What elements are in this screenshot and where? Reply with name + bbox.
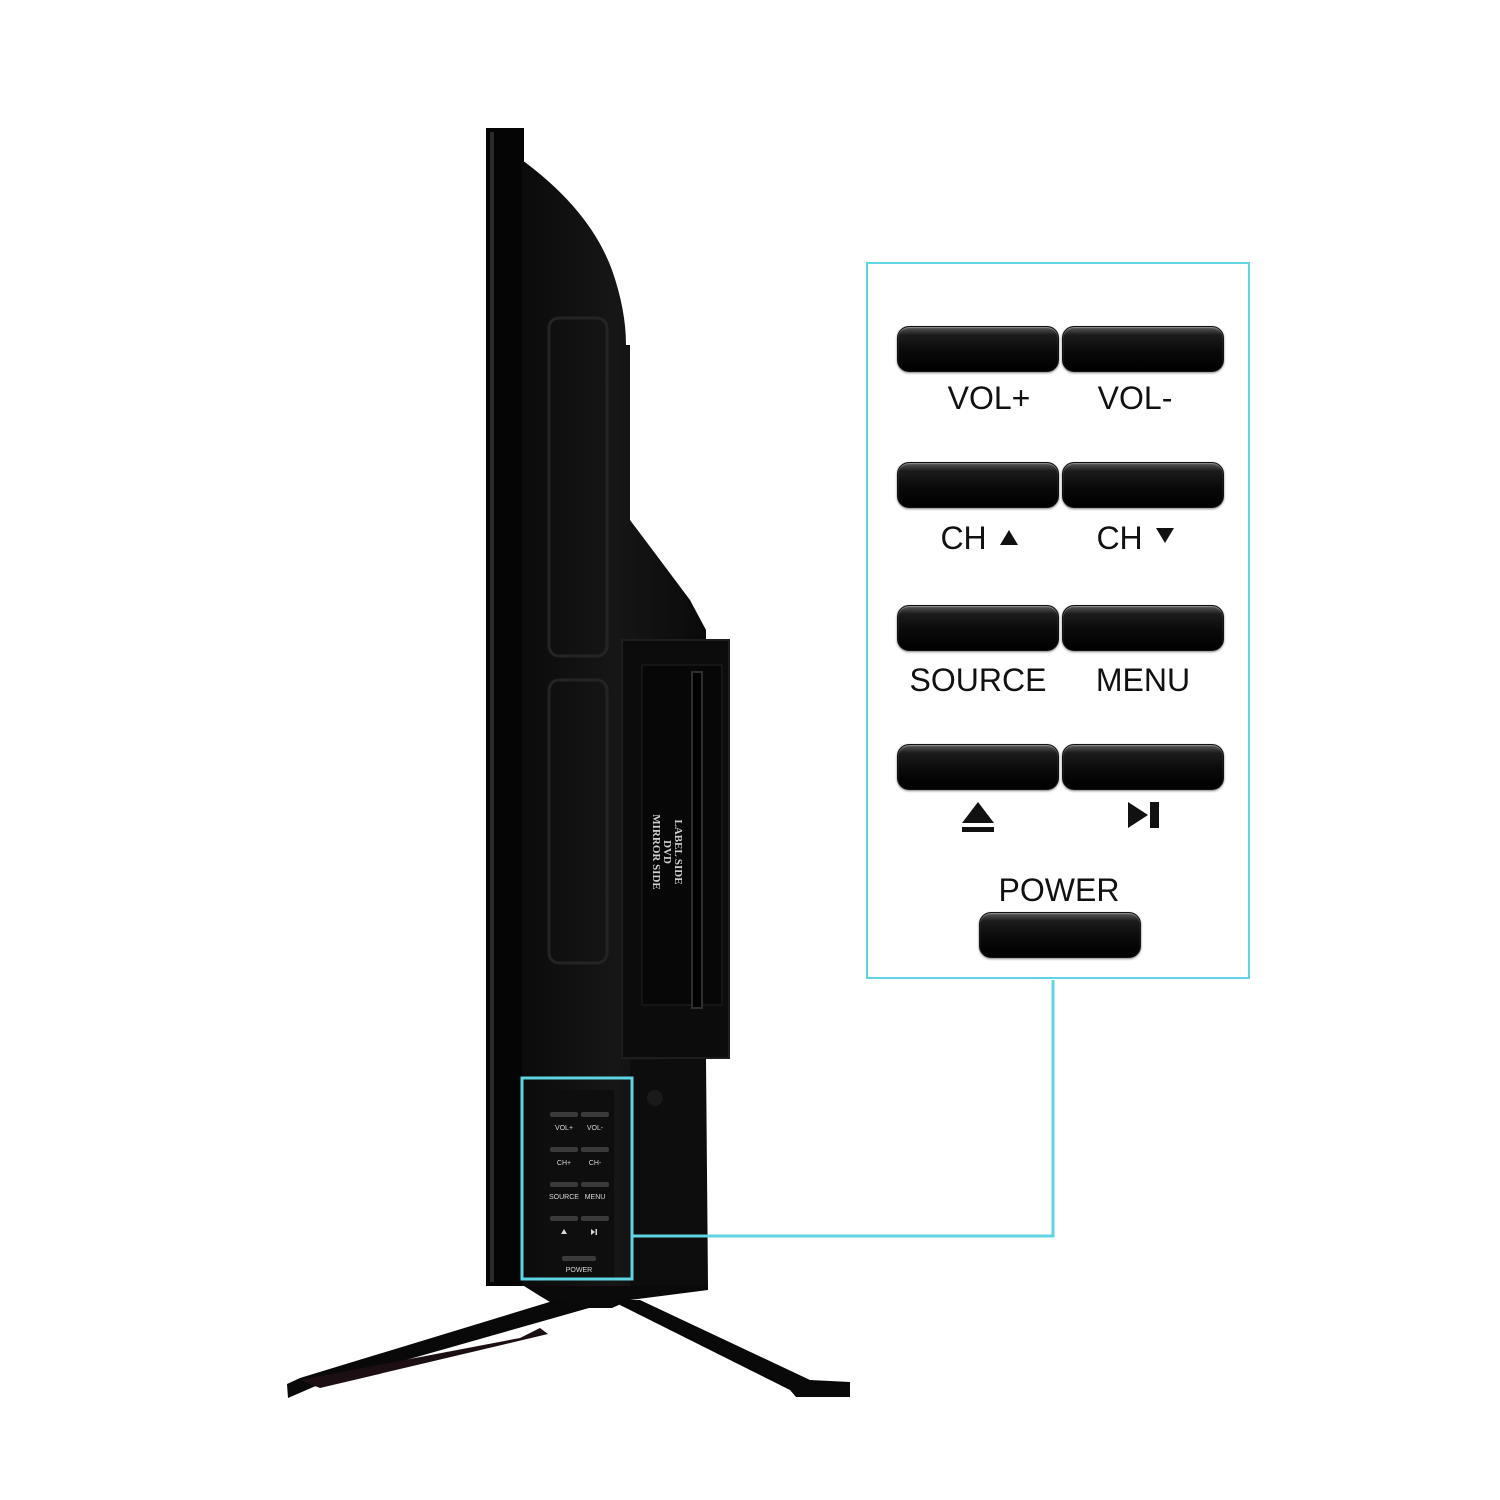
ch-down-label: CH (1054, 520, 1216, 556)
stand-left-leg (287, 1300, 596, 1398)
ch-up-label: CH (898, 520, 1060, 556)
tv-label-power: POWER (566, 1267, 592, 1274)
tv-play-pause-icon (591, 1229, 597, 1235)
tv-label-ch-up: CH+ (557, 1160, 571, 1167)
button-callout-panel: VOL+ VOL- CH CH SOURCE MENU POWER (866, 262, 1250, 979)
vol-up-label: VOL+ (947, 380, 1031, 416)
vol-down-label: VOL- (1097, 380, 1173, 416)
dvd-logo: DVD (661, 840, 673, 864)
button-strip-highlight (520, 1076, 634, 1281)
play-pause-button[interactable] (1062, 744, 1224, 790)
tv-label-vol-down: VOL- (587, 1125, 604, 1132)
triangle-down-icon (1155, 528, 1174, 543)
menu-button[interactable] (1062, 605, 1224, 651)
vol-up-button[interactable] (897, 326, 1059, 372)
dvd-label-side: LABEL SIDE (672, 819, 684, 884)
power-button[interactable] (979, 912, 1141, 958)
dvd-slot (691, 671, 703, 1009)
menu-label: MENU (1095, 662, 1191, 698)
tv-label-source: SOURCE (549, 1194, 579, 1201)
callout-connector (632, 980, 1055, 1238)
tv-eject-icon (561, 1229, 567, 1234)
source-button[interactable] (897, 605, 1059, 651)
tv-buttons (550, 1112, 609, 1261)
back-panel-upper (547, 316, 609, 658)
dvd-mirror-side: MIRROR SIDE (650, 814, 662, 889)
ch-up-button[interactable] (897, 462, 1059, 508)
triangle-up-icon (999, 530, 1018, 545)
ch-down-text: CH (1096, 520, 1143, 556)
power-label: POWER (998, 872, 1120, 908)
eject-button[interactable] (897, 744, 1059, 790)
vol-down-button[interactable] (1062, 326, 1224, 372)
ch-up-text: CH (940, 520, 987, 556)
source-label: SOURCE (909, 662, 1047, 698)
tv-label-ch-down: CH- (589, 1160, 602, 1167)
stand-right-leg (610, 1300, 850, 1397)
ch-down-button[interactable] (1062, 462, 1224, 508)
back-panel-lower (547, 678, 609, 965)
eject-icon (962, 802, 994, 832)
tv-label-vol-up: VOL+ (555, 1125, 573, 1132)
play-pause-icon (1128, 802, 1159, 828)
tv-label-menu: MENU (585, 1194, 606, 1201)
